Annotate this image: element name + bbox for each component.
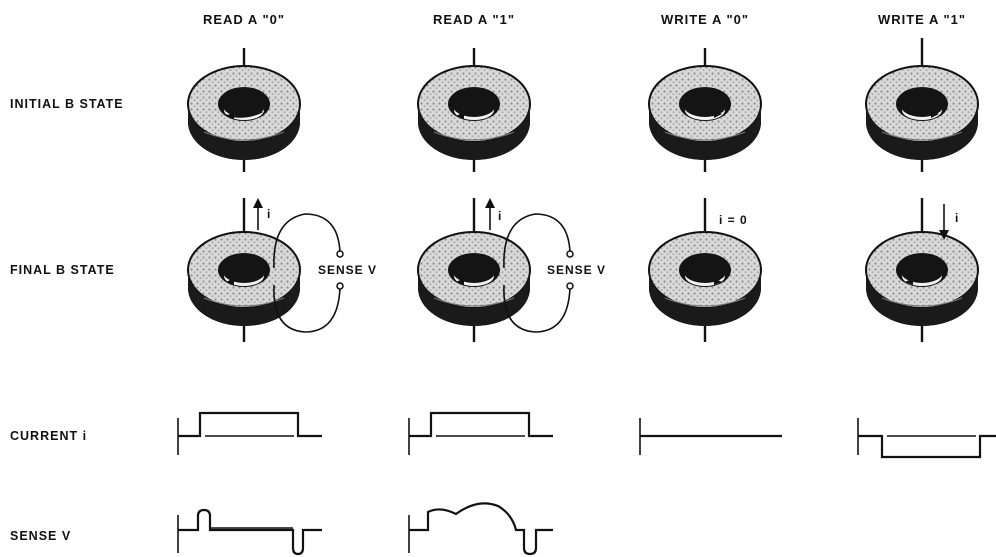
final-core-write-1: i [865,198,979,342]
current-waveform-read-0 [177,411,322,455]
initial-core-read-1 [417,48,531,172]
initial-core-write-0 [648,48,762,172]
column-header-write-0: WRITE A "0" [661,12,749,27]
row-label-current: CURRENT i [10,429,87,443]
sense-v-label-read-1: SENSE V [547,263,606,277]
row-label-initial-state: INITIAL B STATE [10,97,124,111]
zero-current-label: i = 0 [719,213,748,227]
column-header-write-1: WRITE A "1" [878,12,966,27]
sense-v-label-read-0: SENSE V [318,263,377,277]
current-label-read-0: i [267,207,271,221]
current-label-read-1: i [498,209,502,223]
sense-waveform-read-0 [177,508,322,556]
current-arrow-down-icon [939,230,949,240]
row-label-sense: SENSE V [10,529,71,543]
final-core-write-0: i = 0 [648,198,762,342]
current-label-write-1: i [955,211,959,225]
initial-core-read-0 [187,48,301,172]
column-header-read-0: READ A "0" [203,12,285,27]
current-waveform-read-1 [408,411,553,455]
current-arrow-up-icon [253,198,263,208]
sense-waveform-read-1 [408,502,553,556]
current-waveform-write-0 [639,418,782,455]
current-waveform-write-1 [857,418,996,459]
initial-core-write-1 [865,38,979,172]
current-arrow-up-icon [485,198,495,208]
final-core-read-1: i SENSE V [417,198,606,342]
row-label-final-state: FINAL B STATE [10,263,115,277]
column-header-read-1: READ A "1" [433,12,515,27]
final-core-read-0: i SENSE V [187,198,377,342]
